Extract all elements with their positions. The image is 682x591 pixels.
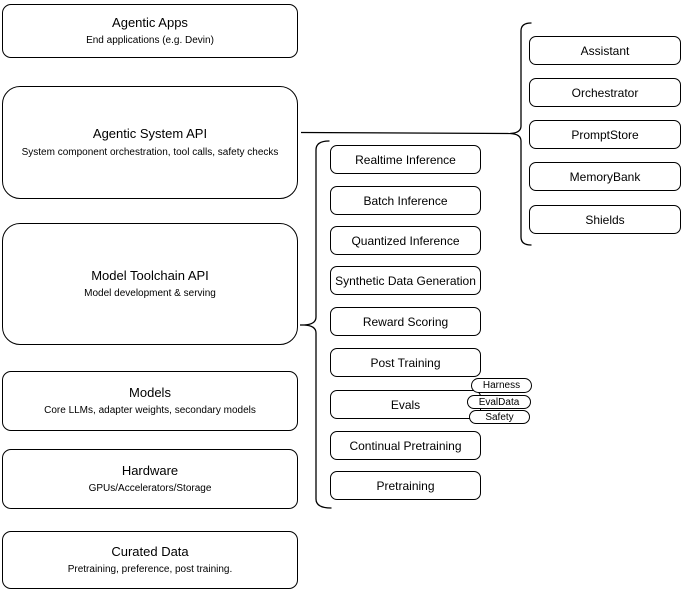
toolchain-service-box-pretraining: Pretraining	[330, 471, 481, 500]
component-label: Orchestrator	[571, 85, 639, 100]
service-label: Continual Pretraining	[349, 438, 462, 453]
layer-box-models: Models Core LLMs, adapter weights, secon…	[2, 371, 298, 431]
curly-brace-system-components	[509, 22, 532, 246]
toolchain-service-box-post-training: Post Training	[330, 348, 481, 377]
toolchain-service-box-evals: Evals	[330, 390, 481, 419]
layer-box-agentic-apps: Agentic Apps End applications (e.g. Devi…	[2, 4, 298, 58]
system-component-box-shields: Shields	[529, 205, 681, 234]
service-label: Realtime Inference	[355, 152, 456, 167]
eval-tag-evaldata: EvalData	[467, 395, 531, 409]
system-component-box-promptstore: PromptStore	[529, 120, 681, 149]
system-component-box-memorybank: MemoryBank	[529, 162, 681, 191]
component-label: Assistant	[580, 43, 630, 58]
toolchain-service-box-quantized-inference: Quantized Inference	[330, 226, 481, 255]
layer-subtitle: Pretraining, preference, post training.	[67, 564, 233, 576]
toolchain-service-box-batch-inference: Batch Inference	[330, 186, 481, 215]
curly-brace-toolchain-services	[303, 140, 332, 509]
service-label: Evals	[390, 397, 421, 412]
eval-tag-label: Harness	[482, 380, 521, 391]
layer-title: Agentic System API	[92, 126, 208, 142]
eval-tag-harness: Harness	[471, 378, 532, 393]
eval-tag-label: Safety	[485, 411, 514, 423]
toolchain-service-box-realtime-inference: Realtime Inference	[330, 145, 481, 174]
component-label: Shields	[585, 212, 625, 227]
layer-subtitle: System component orchestration, tool cal…	[21, 146, 279, 158]
component-label: MemoryBank	[569, 169, 641, 184]
service-label: Batch Inference	[363, 193, 448, 208]
layer-title: Hardware	[121, 462, 179, 478]
layer-subtitle: Core LLMs, adapter weights, secondary mo…	[44, 405, 256, 417]
component-label: PromptStore	[571, 127, 639, 142]
toolchain-service-box-reward-scoring: Reward Scoring	[330, 307, 481, 336]
layer-title: Models	[129, 384, 171, 400]
eval-tag-safety: Safety	[469, 410, 530, 424]
layer-box-agentic-system-api: Agentic System API System component orch…	[2, 86, 298, 199]
service-label: Reward Scoring	[362, 314, 449, 329]
system-component-box-assistant: Assistant	[529, 36, 681, 65]
service-label: Synthetic Data Generation	[335, 273, 476, 288]
layer-box-curated-data: Curated Data Pretraining, preference, po…	[2, 531, 298, 589]
layer-subtitle: Model development & serving	[84, 288, 216, 300]
layer-subtitle: GPUs/Accelerators/Storage	[88, 483, 212, 495]
system-component-box-orchestrator: Orchestrator	[529, 78, 681, 107]
layer-box-hardware: Hardware GPUs/Accelerators/Storage	[2, 449, 298, 509]
layer-title: Curated Data	[111, 543, 189, 559]
service-label: Quantized Inference	[351, 233, 460, 248]
service-label: Pretraining	[376, 478, 435, 493]
layer-box-model-toolchain-api: Model Toolchain API Model development & …	[2, 223, 298, 345]
toolchain-service-box-synthetic-data-generation: Synthetic Data Generation	[330, 266, 481, 295]
toolchain-service-box-continual-pretraining: Continual Pretraining	[330, 431, 481, 460]
connector-agentic-system-to-components	[300, 131, 511, 135]
layer-title: Agentic Apps	[112, 14, 188, 30]
service-label: Post Training	[370, 355, 441, 370]
layer-subtitle: End applications (e.g. Devin)	[86, 35, 214, 47]
layer-title: Model Toolchain API	[91, 267, 209, 283]
eval-tag-label: EvalData	[478, 396, 520, 408]
